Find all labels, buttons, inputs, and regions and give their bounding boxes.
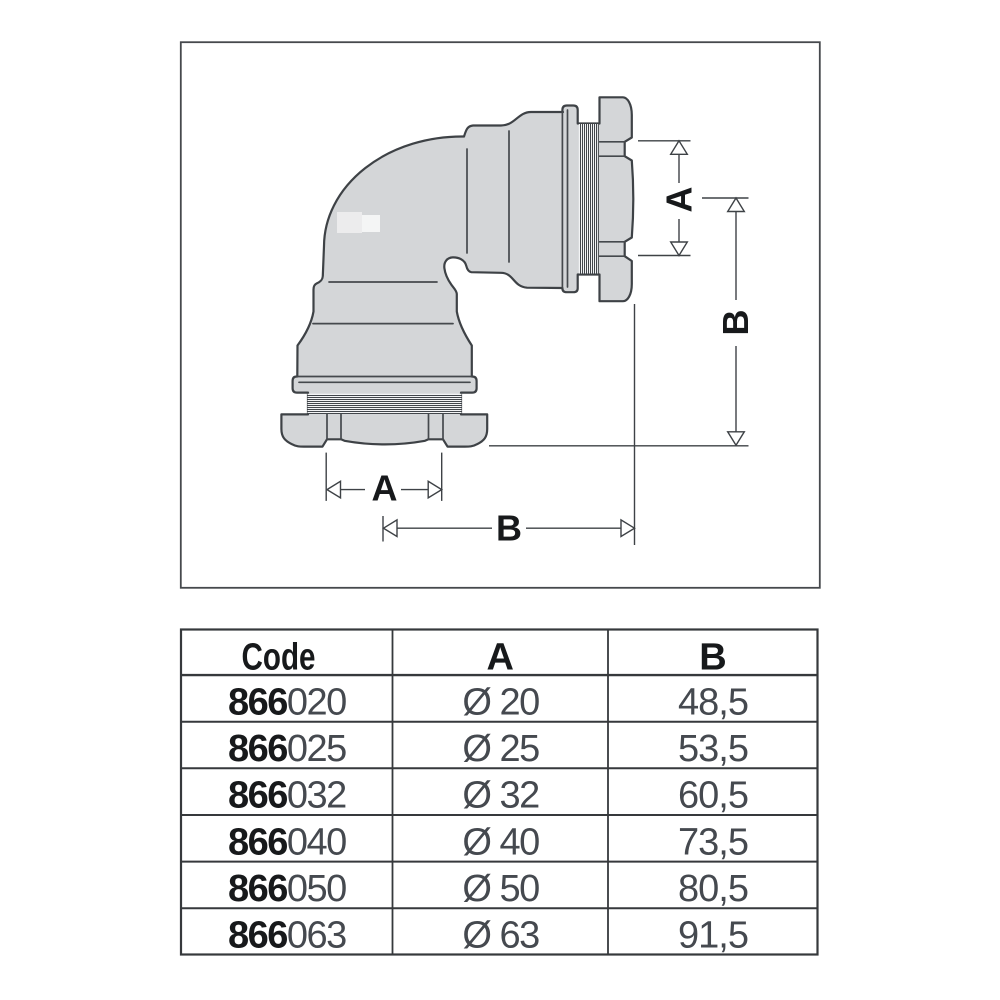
svg-text:866025: 866025 xyxy=(228,728,346,770)
svg-text:Ø 40: Ø 40 xyxy=(462,821,539,863)
svg-text:48,5: 48,5 xyxy=(678,682,748,724)
svg-text:Ø 63: Ø 63 xyxy=(462,915,539,957)
svg-text:Code: Code xyxy=(242,637,316,679)
svg-text:Ø 32: Ø 32 xyxy=(462,775,539,817)
svg-text:866032: 866032 xyxy=(228,775,346,817)
svg-text:53,5: 53,5 xyxy=(678,728,748,770)
svg-text:866020: 866020 xyxy=(228,682,346,724)
svg-text:Ø 25: Ø 25 xyxy=(462,728,539,770)
svg-text:B: B xyxy=(715,310,756,336)
svg-text:73,5: 73,5 xyxy=(678,821,748,863)
svg-text:B: B xyxy=(699,637,726,679)
svg-text:60,5: 60,5 xyxy=(678,775,748,817)
svg-text:91,5: 91,5 xyxy=(678,915,748,957)
svg-text:A: A xyxy=(659,187,700,213)
svg-text:A: A xyxy=(372,468,398,509)
svg-text:866040: 866040 xyxy=(228,821,346,863)
svg-text:B: B xyxy=(496,508,522,549)
svg-text:866063: 866063 xyxy=(228,915,346,957)
svg-text:A: A xyxy=(486,637,513,679)
svg-text:866050: 866050 xyxy=(228,868,346,910)
svg-text:Ø 50: Ø 50 xyxy=(462,868,539,910)
svg-text:80,5: 80,5 xyxy=(678,868,748,910)
svg-text:Ø 20: Ø 20 xyxy=(462,682,539,724)
